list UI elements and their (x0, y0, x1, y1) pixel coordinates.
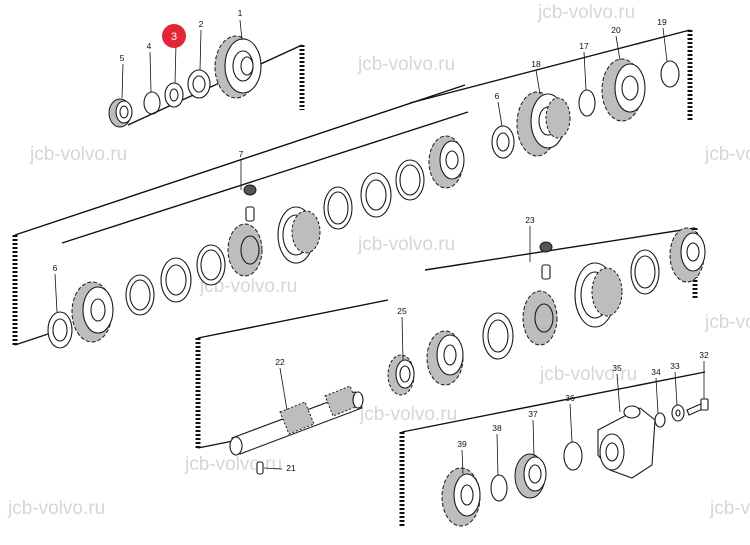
part-label: 1 (238, 8, 243, 18)
part-labels: 5 4 2 1 6 18 17 20 19 7 6 23 25 22 21 32… (53, 8, 709, 473)
gear-mid-2 (428, 135, 465, 189)
part-38-snap-ring (490, 474, 508, 502)
highlight-marker-part-3[interactable]: 3 (162, 24, 186, 48)
part-2-washer (187, 69, 211, 99)
gear-mid-1 (71, 281, 114, 343)
gear-23-1 (426, 330, 464, 386)
part-label: 20 (611, 25, 621, 35)
part-label: 6 (53, 263, 58, 273)
part-label: 21 (286, 463, 296, 473)
part-36-seal (563, 441, 583, 471)
part-39-gear (441, 467, 481, 527)
watermark: jcb-volvo.ru (704, 312, 750, 333)
synchro-hub-23 (522, 241, 558, 346)
watermark: jcb-volvo.ru (709, 498, 750, 519)
watermark: jcb-volvo.ru (29, 144, 127, 165)
part-1-gear (214, 35, 262, 99)
synchro-ring-mid-1 (125, 274, 155, 316)
sleeve-23 (574, 262, 623, 328)
part-5-bearing (108, 98, 133, 128)
part-34-o-ring (654, 412, 666, 428)
synchro-ring-mid-2 (196, 244, 226, 286)
bracket-line (127, 44, 303, 126)
part-label: 36 (565, 393, 575, 403)
part-37-bearing (514, 453, 547, 499)
part-35-yoke-flange (597, 405, 656, 479)
part-18-gear (516, 91, 571, 157)
part-label: 19 (657, 17, 667, 27)
bracket-line (197, 299, 389, 339)
part-label: 35 (612, 363, 622, 373)
part-label: 23 (525, 215, 535, 225)
part-20-gear (601, 58, 646, 122)
bracket-line (61, 111, 469, 244)
part-label: 32 (699, 350, 709, 360)
watermark: jcb-volvo.ru (357, 54, 455, 75)
bracket-line (409, 29, 691, 104)
watermark: jcb-volvo.ru (199, 276, 297, 297)
part-label: 37 (528, 409, 538, 419)
synchro-ring-23-2 (630, 249, 660, 295)
part-17-snap-ring (578, 89, 596, 117)
part-label: 7 (239, 149, 244, 159)
part-6-washer-top (491, 125, 515, 159)
part-label: 5 (120, 53, 125, 63)
synchro-ring-mid-3 (323, 186, 353, 230)
bracket-line (14, 84, 466, 236)
watermark: jcb-volvo.ru (539, 364, 637, 385)
part-label: 17 (579, 41, 589, 51)
group-brackets (12, 29, 706, 528)
synchro-ring-23-1 (482, 312, 514, 360)
part-label: 33 (670, 361, 680, 371)
part-33-washer (671, 404, 685, 422)
part-label: 25 (397, 306, 407, 316)
part-19-snap-ring (660, 60, 680, 88)
part-6-washer-mid (47, 311, 73, 349)
synchro-ring-mid-4 (395, 159, 425, 201)
part-label: 2 (199, 19, 204, 29)
part-4-snap-ring (143, 91, 161, 115)
watermark: jcb-volvo.ru (704, 144, 750, 165)
watermark: jcb-volvo.ru (537, 2, 635, 23)
part-25-needle-bearing (387, 354, 415, 396)
synchro-cone-mid-2 (360, 172, 392, 218)
part-label: 34 (651, 367, 661, 377)
part-32-bolt (686, 398, 709, 416)
watermark: jcb-volvo.ru (184, 454, 282, 475)
watermark: jcb-volvo.ru (359, 404, 457, 425)
part-label: 39 (457, 439, 467, 449)
part-label: 4 (147, 41, 152, 51)
part-21-pin (256, 461, 264, 475)
synchro-cone-mid-1 (160, 257, 192, 303)
bracket-line (401, 371, 706, 433)
highlight-label: 3 (171, 31, 177, 43)
part-label: 22 (275, 357, 285, 367)
part-3-washer (164, 82, 184, 108)
part-label: 38 (492, 423, 502, 433)
watermark: jcb-volvo.ru (7, 498, 105, 519)
watermark: jcb-volvo.ru (357, 234, 455, 255)
sleeve-mid (277, 206, 321, 264)
bracket-line (424, 227, 696, 271)
highlight-circle[interactable] (162, 24, 186, 48)
synchro-hub-mid (227, 184, 263, 277)
part-22-main-shaft (229, 385, 364, 456)
gear-23-2 (669, 227, 706, 283)
part-label: 6 (495, 91, 500, 101)
leader-lines (54, 19, 705, 476)
part-label: 18 (531, 59, 541, 69)
